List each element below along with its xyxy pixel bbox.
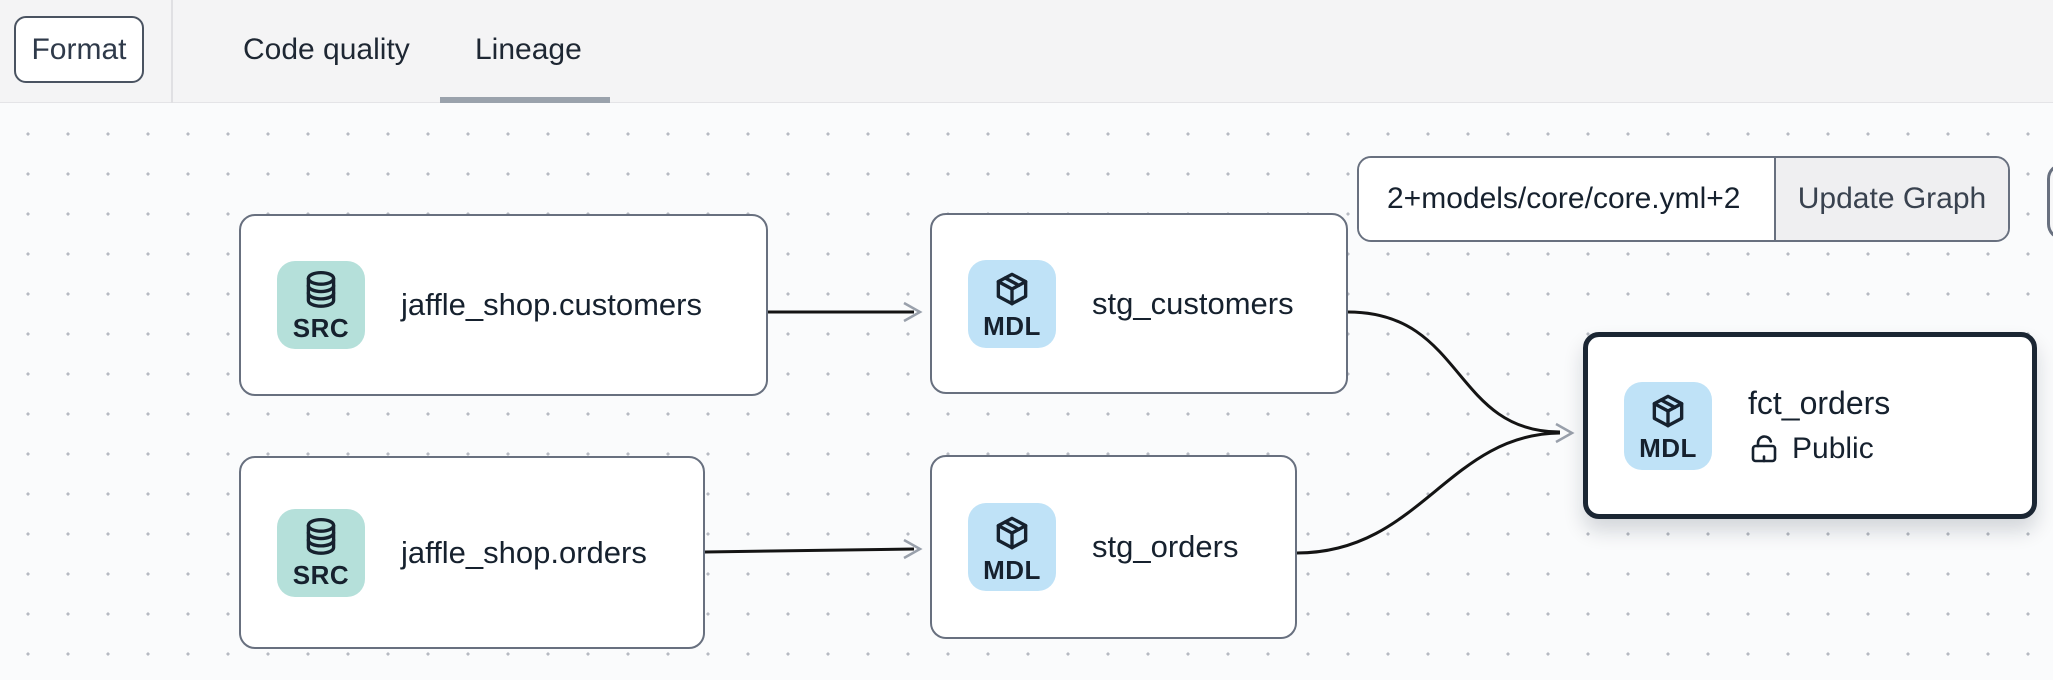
badge-label: MDL — [1639, 433, 1697, 463]
source-badge: SRC — [277, 508, 365, 597]
cube-icon — [1652, 394, 1684, 428]
node-fct-orders[interactable]: MDL fct_orders Public — [1583, 332, 2037, 519]
access-row: Public — [1748, 432, 1890, 466]
selector-input[interactable] — [1359, 158, 1774, 240]
node-label: fct_orders — [1748, 385, 1891, 421]
database-icon — [306, 270, 336, 308]
node-jaffle-shop-orders[interactable]: SRC jaffle_shop.orders — [239, 456, 705, 649]
active-tab-underline — [440, 97, 610, 103]
edge-stg-customers-fct-orders — [1347, 310, 1561, 434]
edge-orders-stg-orders — [704, 547, 915, 554]
badge-label: SRC — [292, 560, 350, 590]
model-badge: MDL — [968, 259, 1056, 348]
badge-label: MDL — [983, 554, 1041, 585]
model-badge: MDL — [1624, 381, 1712, 470]
source-badge: SRC — [277, 261, 365, 349]
node-label: jaffle_shop.customers — [401, 287, 702, 322]
update-graph-button[interactable]: Update Graph — [1774, 158, 2008, 240]
editor-header: Format Code quality Lineage — [0, 0, 2053, 103]
node-label: stg_customers — [1092, 285, 1294, 321]
tab-lineage[interactable]: Lineage — [475, 33, 582, 66]
database-icon — [306, 517, 336, 555]
node-stg-customers[interactable]: MDL stg_customers — [930, 213, 1348, 394]
edge-stg-orders-fct-orders — [1296, 431, 1561, 555]
cube-icon — [996, 272, 1028, 306]
node-label: jaffle_shop.orders — [401, 534, 647, 570]
cube-icon — [996, 516, 1028, 549]
access-label: Public — [1792, 432, 1874, 465]
arrowhead-icon — [903, 301, 923, 323]
clipped-right-button[interactable] — [2047, 163, 2053, 240]
badge-label: SRC — [292, 312, 350, 343]
tab-code-quality[interactable]: Code quality — [243, 33, 410, 66]
badge-label: MDL — [983, 311, 1041, 341]
lineage-canvas[interactable]: SRC jaffle_shop.customers MDL stg_custom… — [0, 103, 2053, 680]
unlock-icon — [1751, 435, 1777, 463]
format-button[interactable]: Format — [14, 16, 144, 83]
graph-selector-control: Update Graph — [1357, 156, 2010, 242]
arrowhead-icon — [903, 538, 923, 560]
node-stg-orders[interactable]: MDL stg_orders — [930, 455, 1297, 639]
node-jaffle-shop-customers[interactable]: SRC jaffle_shop.customers — [239, 214, 768, 396]
model-badge: MDL — [968, 503, 1056, 591]
node-label: stg_orders — [1092, 529, 1239, 564]
arrowhead-icon — [1555, 422, 1575, 444]
header-divider — [171, 0, 173, 103]
